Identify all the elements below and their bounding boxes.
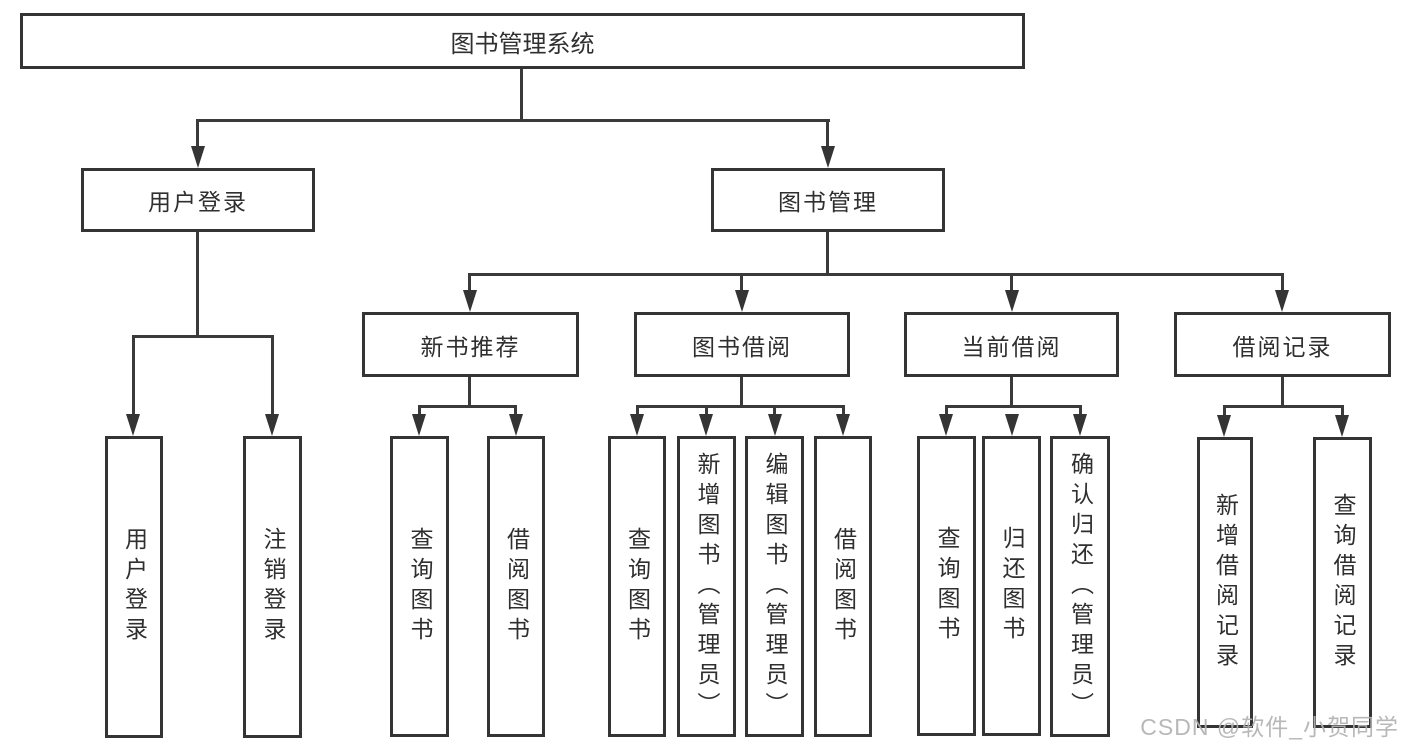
connector-line <box>1281 377 1284 408</box>
connector-line <box>705 405 708 416</box>
leaf-return-book: 归还图书 <box>982 436 1041 736</box>
leaf-add-book-admin: 新增图书（管理员） <box>677 436 736 737</box>
arrowhead <box>265 414 279 436</box>
leaf-logout: 注销登录 <box>243 436 302 738</box>
node-label: 查询图书 <box>407 526 433 647</box>
connector-line <box>636 405 845 408</box>
leaf-query-book-3: 查询图书 <box>917 436 976 736</box>
node-label: 用户登录 <box>121 527 148 647</box>
node-label: 用户登录 <box>148 189 248 215</box>
arrowhead <box>1073 414 1087 436</box>
node-label: 归还图书 <box>999 526 1025 646</box>
node-borrow-record: 借阅记录 <box>1174 312 1391 377</box>
node-label: 图书借阅 <box>692 333 792 360</box>
arrowhead <box>1005 290 1019 312</box>
connector-line <box>842 405 845 416</box>
arrowhead <box>509 414 523 436</box>
connector-line <box>418 405 421 416</box>
node-label: 当前借阅 <box>961 333 1062 360</box>
node-label: 编辑图书（管理员） <box>762 451 788 722</box>
arrowhead <box>126 414 140 436</box>
connector-line <box>826 232 829 276</box>
node-book-borrow: 图书借阅 <box>634 312 850 377</box>
node-label: 注销登录 <box>260 527 286 647</box>
connector-line <box>773 405 776 416</box>
connector-line <box>1079 405 1082 416</box>
arrowhead <box>939 414 953 436</box>
arrowhead <box>191 146 205 168</box>
connector-line <box>520 69 523 121</box>
connector-line <box>468 377 471 408</box>
node-book-management-branch: 图书管理 <box>711 168 945 232</box>
arrowhead <box>630 414 644 436</box>
arrowhead <box>1275 290 1289 312</box>
connector-line <box>945 405 948 416</box>
arrowhead <box>821 146 835 168</box>
leaf-edit-book-admin: 编辑图书（管理员） <box>745 436 804 737</box>
connector-line <box>196 119 830 122</box>
arrowhead <box>735 290 749 312</box>
connector-line <box>1223 405 1226 416</box>
connector-line <box>132 335 274 338</box>
leaf-query-borrow-record: 查询借阅记录 <box>1313 437 1372 728</box>
connector-line <box>196 119 199 150</box>
node-current-borrow: 当前借阅 <box>904 312 1119 377</box>
arrowhead <box>768 414 782 436</box>
node-label: 图书管理系统 <box>450 30 595 58</box>
node-root-system: 图书管理系统 <box>20 13 1025 69</box>
connector-line <box>1010 273 1013 293</box>
connector-line <box>1281 273 1284 293</box>
node-label: 查询图书 <box>624 526 651 647</box>
node-label: 新增图书（管理员） <box>694 451 720 722</box>
csdn-watermark: CSDN @软件_小贺同学 <box>1140 714 1399 740</box>
connector-line <box>945 405 1082 408</box>
node-label: 借阅图书 <box>830 526 857 647</box>
node-label: 图书管理 <box>778 189 878 215</box>
arrowhead <box>1335 415 1349 437</box>
connector-line <box>514 405 517 416</box>
connector-line <box>132 335 135 416</box>
leaf-query-book-2: 查询图书 <box>608 436 666 737</box>
node-label: 确认归还（管理员） <box>1067 451 1094 722</box>
node-user-login-branch: 用户登录 <box>81 168 315 232</box>
connector-line <box>636 405 639 416</box>
node-label: 查询图书 <box>934 526 960 646</box>
connector-line <box>418 405 517 408</box>
arrowhead <box>412 414 426 436</box>
node-label: 借阅图书 <box>503 526 530 647</box>
connector-line <box>271 335 274 416</box>
node-label: 新书推荐 <box>420 333 521 360</box>
leaf-user-login: 用户登录 <box>105 436 163 738</box>
connector-line <box>826 119 829 150</box>
connector-line <box>740 273 743 293</box>
arrowhead <box>836 414 850 436</box>
connector-line <box>196 232 199 338</box>
node-label: 查询借阅记录 <box>1330 492 1356 673</box>
node-label: 借阅记录 <box>1232 333 1333 360</box>
node-new-book-recommend: 新书推荐 <box>362 312 579 377</box>
connector-line <box>1223 405 1344 408</box>
leaf-borrow-book-2: 借阅图书 <box>814 436 872 737</box>
arrowhead <box>1217 415 1231 437</box>
leaf-add-borrow-record: 新增借阅记录 <box>1197 437 1253 728</box>
leaf-query-book-1: 查询图书 <box>390 436 449 737</box>
connector-line <box>468 273 1284 276</box>
node-label: 新增借阅记录 <box>1212 492 1239 673</box>
connector-line <box>468 273 471 293</box>
arrowhead <box>463 290 477 312</box>
arrowhead <box>1005 414 1019 436</box>
leaf-borrow-book-1: 借阅图书 <box>487 436 545 737</box>
connector-line <box>740 377 743 408</box>
connector-line <box>1341 405 1344 416</box>
leaf-confirm-return-admin: 确认归还（管理员） <box>1050 436 1110 737</box>
arrowhead <box>699 414 713 436</box>
connector-line <box>1010 377 1013 408</box>
